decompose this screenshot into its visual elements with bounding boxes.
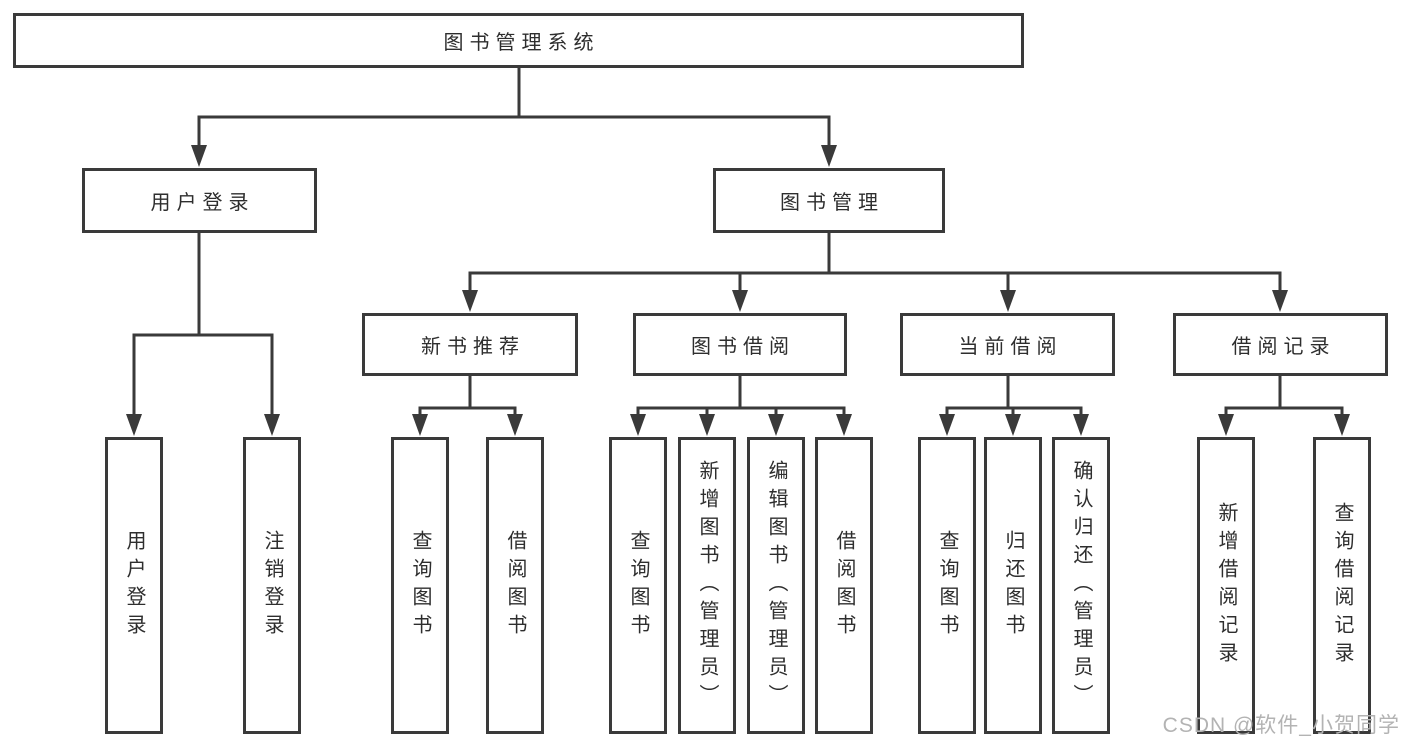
leaf-return-books: 归还图书 [984, 437, 1042, 734]
leaf-add-borrow-record: 新增借阅记录 [1197, 437, 1255, 734]
leaf-borrow-books: 借阅图书 [815, 437, 873, 734]
leaf-logout: 注销登录 [243, 437, 301, 734]
node-user-login: 用户登录 [82, 168, 317, 233]
leaf-add-books-admin: 新增图书（管理员） [678, 437, 736, 734]
node-book-management: 图书管理 [713, 168, 945, 233]
leaf-query-borrow-record: 查询借阅记录 [1313, 437, 1371, 734]
node-current-borrowing: 当前借阅 [900, 313, 1115, 376]
leaf-borrow-books-recommend: 借阅图书 [486, 437, 544, 734]
leaf-user-login: 用户登录 [105, 437, 163, 734]
node-borrowing-records: 借阅记录 [1173, 313, 1388, 376]
leaf-query-books-current: 查询图书 [918, 437, 976, 734]
csdn-watermark: CSDN @软件_小贺同学 [1162, 714, 1400, 737]
node-new-book-recommend: 新书推荐 [362, 313, 578, 376]
leaf-query-books-recommend: 查询图书 [391, 437, 449, 734]
leaf-edit-books-admin: 编辑图书（管理员） [747, 437, 805, 734]
node-root-system: 图书管理系统 [13, 13, 1024, 68]
leaf-confirm-return-admin: 确认归还（管理员） [1052, 437, 1110, 734]
node-book-borrowing: 图书借阅 [633, 313, 847, 376]
leaf-query-books-borrow: 查询图书 [609, 437, 667, 734]
